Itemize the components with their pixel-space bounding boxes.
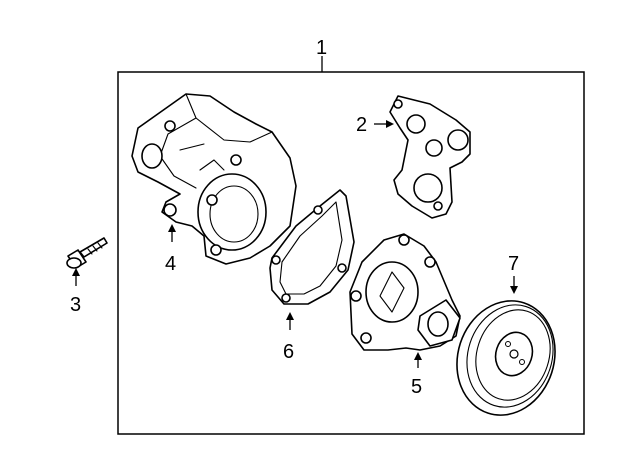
callout-7: 7	[508, 253, 519, 275]
pulley-icon	[456, 300, 556, 416]
pump-housing-icon	[131, 93, 297, 265]
callout-5: 5	[411, 376, 422, 398]
gasket-icon	[389, 95, 471, 219]
pump-gasket-icon	[269, 189, 355, 305]
bolt-icon	[66, 237, 108, 269]
callout-2: 2	[356, 114, 367, 136]
callout-6: 6	[283, 341, 294, 363]
callout-4: 4	[165, 253, 176, 275]
callout-1: 1	[316, 37, 327, 59]
water-pump-icon	[349, 233, 461, 351]
callout-3: 3	[70, 294, 81, 316]
assembly-frame	[117, 71, 585, 435]
